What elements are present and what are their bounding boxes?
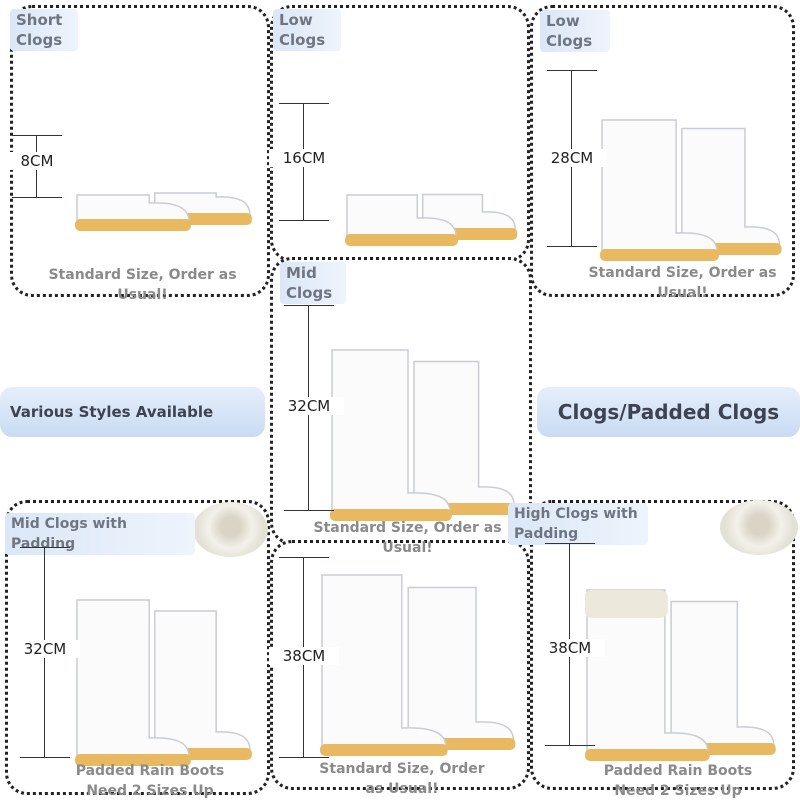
banner-various-styles: Various Styles Available [0,387,265,437]
height-measure: 8CM [2,135,72,198]
boot-back [152,610,252,760]
height-measure: 38CM [535,543,605,746]
boot-back [406,586,516,750]
height-measure: 32CM [274,305,344,511]
height-measure: 28CM [537,70,607,247]
high-boot-image [320,574,516,756]
boot-front [320,574,448,756]
style-tag: Low Clogs [540,10,610,52]
boot-front [75,194,191,231]
boot-back [412,360,517,515]
style-tag: Short Clogs [10,9,78,51]
banner-clogs-padded: Clogs/Padded Clogs [537,387,800,437]
short-clog-image [75,192,252,231]
boot-back [669,600,776,755]
height-measure: 38CM [269,557,339,758]
padded-mid-boot-image [75,599,252,766]
style-tag: Mid Clogs [280,262,346,304]
boot-front [75,599,191,766]
low-boot-image [345,193,518,246]
fleece-lining-image [720,500,798,555]
height-measure: 32CM [10,547,80,758]
size-note: Padded Rain Boots Need 2 Sizes Up [603,763,753,799]
fleece-lining-image [193,502,268,557]
boot-front [585,589,710,761]
size-note: Standard Size, Order as Usual! [48,267,237,303]
height-measure: 16CM [269,103,339,221]
style-tag: Low Clogs [273,9,341,51]
low-boot-28-image [600,119,782,261]
mid-boot-image [330,349,517,521]
size-note: Standard Size, Order as Usual! [313,520,502,556]
style-tag: Mid Clogs with Padding [5,513,195,555]
padded-high-boot-image [585,589,776,761]
size-note: Padded Rain Boots Need 2 Sizes Up [75,763,225,799]
style-tag: High Clogs with Padding [508,503,648,545]
boot-front [600,119,719,261]
boot-front [330,349,452,521]
product-panel-short-clogs [10,5,270,297]
size-note: Standard Size, Order as Usual! [588,265,777,301]
size-note: Standard Size, Order as Usual! [319,761,485,797]
boot-front [345,194,458,246]
